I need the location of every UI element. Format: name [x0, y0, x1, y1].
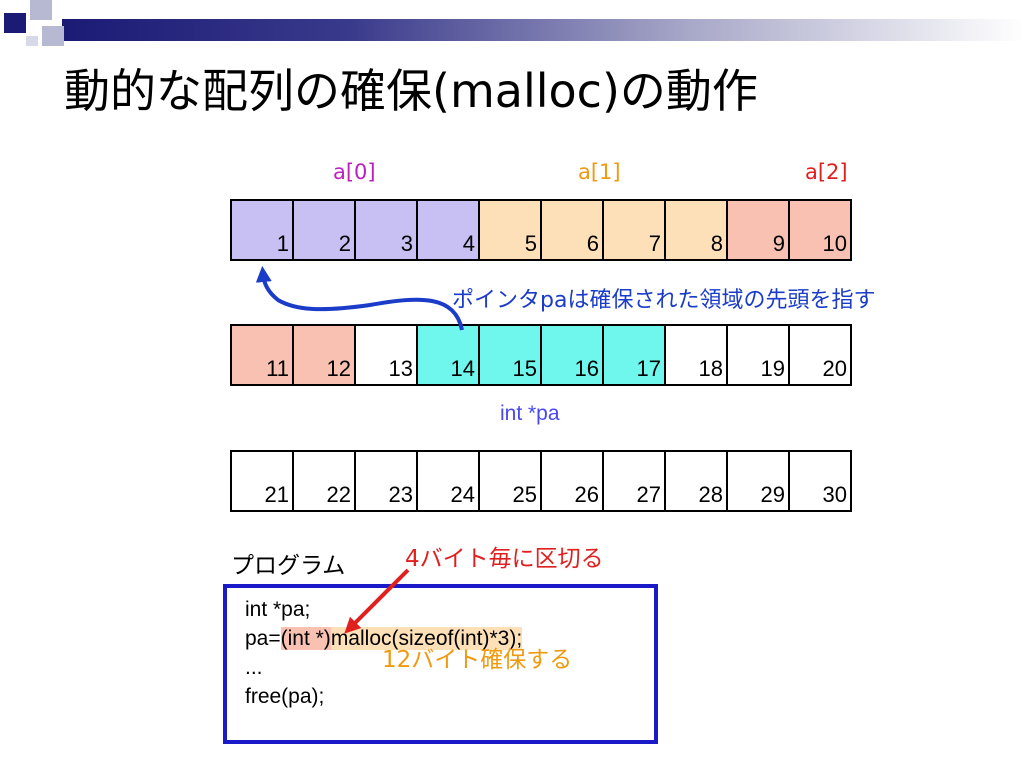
memory-cell: 18 [664, 324, 728, 386]
memory-row-2: 11 12 13 14 15 16 17 18 19 20 [230, 324, 852, 386]
memory-cell: 7 [602, 199, 666, 261]
memory-cell: 8 [664, 199, 728, 261]
code-line-2: pa=(int *)malloc(sizeof(int)*3); [245, 624, 523, 653]
code-cast-highlight: (int *) [280, 627, 331, 650]
memory-row-3: 21 22 23 24 25 26 27 28 29 30 [230, 450, 852, 512]
memory-cell: 19 [726, 324, 790, 386]
header-square-decoration [42, 26, 64, 46]
array-label-a2: a[2] [805, 160, 848, 184]
memory-cell: 16 [540, 324, 604, 386]
memory-cell: 13 [354, 324, 418, 386]
code-line-1: int *pa; [245, 598, 311, 621]
memory-cell: 9 [726, 199, 790, 261]
memory-cell: 5 [478, 199, 542, 261]
memory-cell: 26 [540, 450, 604, 512]
code-box: int *pa; pa=(int *)malloc(sizeof(int)*3)… [223, 584, 658, 744]
memory-cell: 4 [416, 199, 480, 261]
array-label-a0: a[0] [333, 160, 376, 184]
memory-cell: 21 [230, 450, 294, 512]
pointer-annotation: ポインタpaは確保された領域の先頭を指す [452, 288, 876, 313]
slide-title: 動的な配列の確保(malloc)の動作 [64, 64, 758, 118]
memory-cell: 25 [478, 450, 542, 512]
pointer-arrow [255, 266, 464, 331]
code-line-4: free(pa); [245, 685, 325, 708]
twelve-byte-annotation: 12バイト確保する [382, 647, 573, 673]
memory-cell: 15 [478, 324, 542, 386]
memory-cell: 12 [292, 324, 356, 386]
memory-cell: 30 [788, 450, 852, 512]
header-square-decoration [26, 36, 38, 46]
header-square-decoration [4, 13, 26, 33]
program-label: プログラム [231, 553, 346, 579]
memory-cell: 3 [354, 199, 418, 261]
header-square-decoration [30, 0, 52, 20]
memory-cell: 10 [788, 199, 852, 261]
header-gradient-bar [62, 19, 1024, 41]
memory-cell: 24 [416, 450, 480, 512]
memory-cell: 23 [354, 450, 418, 512]
memory-cell: 28 [664, 450, 728, 512]
memory-cell: 14 [416, 324, 480, 386]
memory-cell: 11 [230, 324, 294, 386]
memory-cell: 20 [788, 324, 852, 386]
memory-cell: 6 [540, 199, 604, 261]
memory-cell: 1 [230, 199, 294, 261]
memory-cell: 29 [726, 450, 790, 512]
memory-row-1: 1 2 3 4 5 6 7 8 9 10 [230, 199, 852, 261]
memory-cell: 27 [602, 450, 666, 512]
code-line-3: ... [245, 656, 263, 679]
memory-cell: 17 [602, 324, 666, 386]
pointer-variable-label: int *pa [500, 402, 560, 425]
memory-cell: 2 [292, 199, 356, 261]
code-assign: pa= [245, 627, 281, 650]
four-byte-annotation: 4バイト毎に区切る [405, 546, 604, 572]
code-malloc-highlight: malloc(sizeof(int)*3); [330, 627, 523, 650]
array-label-a1: a[1] [578, 160, 621, 184]
memory-cell: 22 [292, 450, 356, 512]
